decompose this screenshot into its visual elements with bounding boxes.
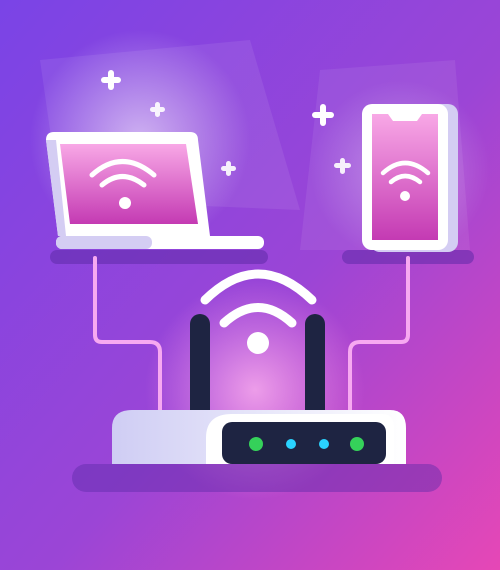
- cables: [93, 256, 410, 414]
- led-signal-icon: [319, 439, 329, 449]
- laptop-cable: [93, 256, 162, 414]
- laptop-shelf: [50, 250, 268, 264]
- router-antenna-right: [305, 314, 325, 422]
- router: [112, 269, 406, 464]
- sparkle-plus-icon: [101, 70, 121, 90]
- laptop-base-shade: [56, 236, 152, 249]
- wifi-icon: [380, 160, 431, 185]
- smartphone: [362, 104, 458, 252]
- wifi-icon: [200, 269, 317, 328]
- phone-cable: [348, 256, 410, 414]
- router-panel: [222, 422, 386, 464]
- sparkle-plus-icon: [334, 158, 351, 174]
- laptop-screen: [60, 144, 198, 224]
- router-antenna-left: [190, 314, 210, 422]
- laptop-lid-side: [46, 140, 66, 236]
- wifi-dot: [247, 332, 269, 354]
- led-status-icon: [350, 437, 364, 451]
- wifi-dot: [119, 197, 131, 209]
- sparkle-plus-icons: [101, 70, 351, 176]
- sparkle-plus-icon: [221, 161, 236, 176]
- sparkle-plus-icon: [150, 102, 165, 117]
- router-shelf: [72, 464, 442, 492]
- laptop: [46, 132, 264, 249]
- sparkle-plus-icon: [312, 104, 334, 126]
- wifi-icon: [89, 159, 157, 188]
- led-power-icon: [249, 437, 263, 451]
- wifi-dot: [400, 191, 410, 201]
- led-signal-icon: [286, 439, 296, 449]
